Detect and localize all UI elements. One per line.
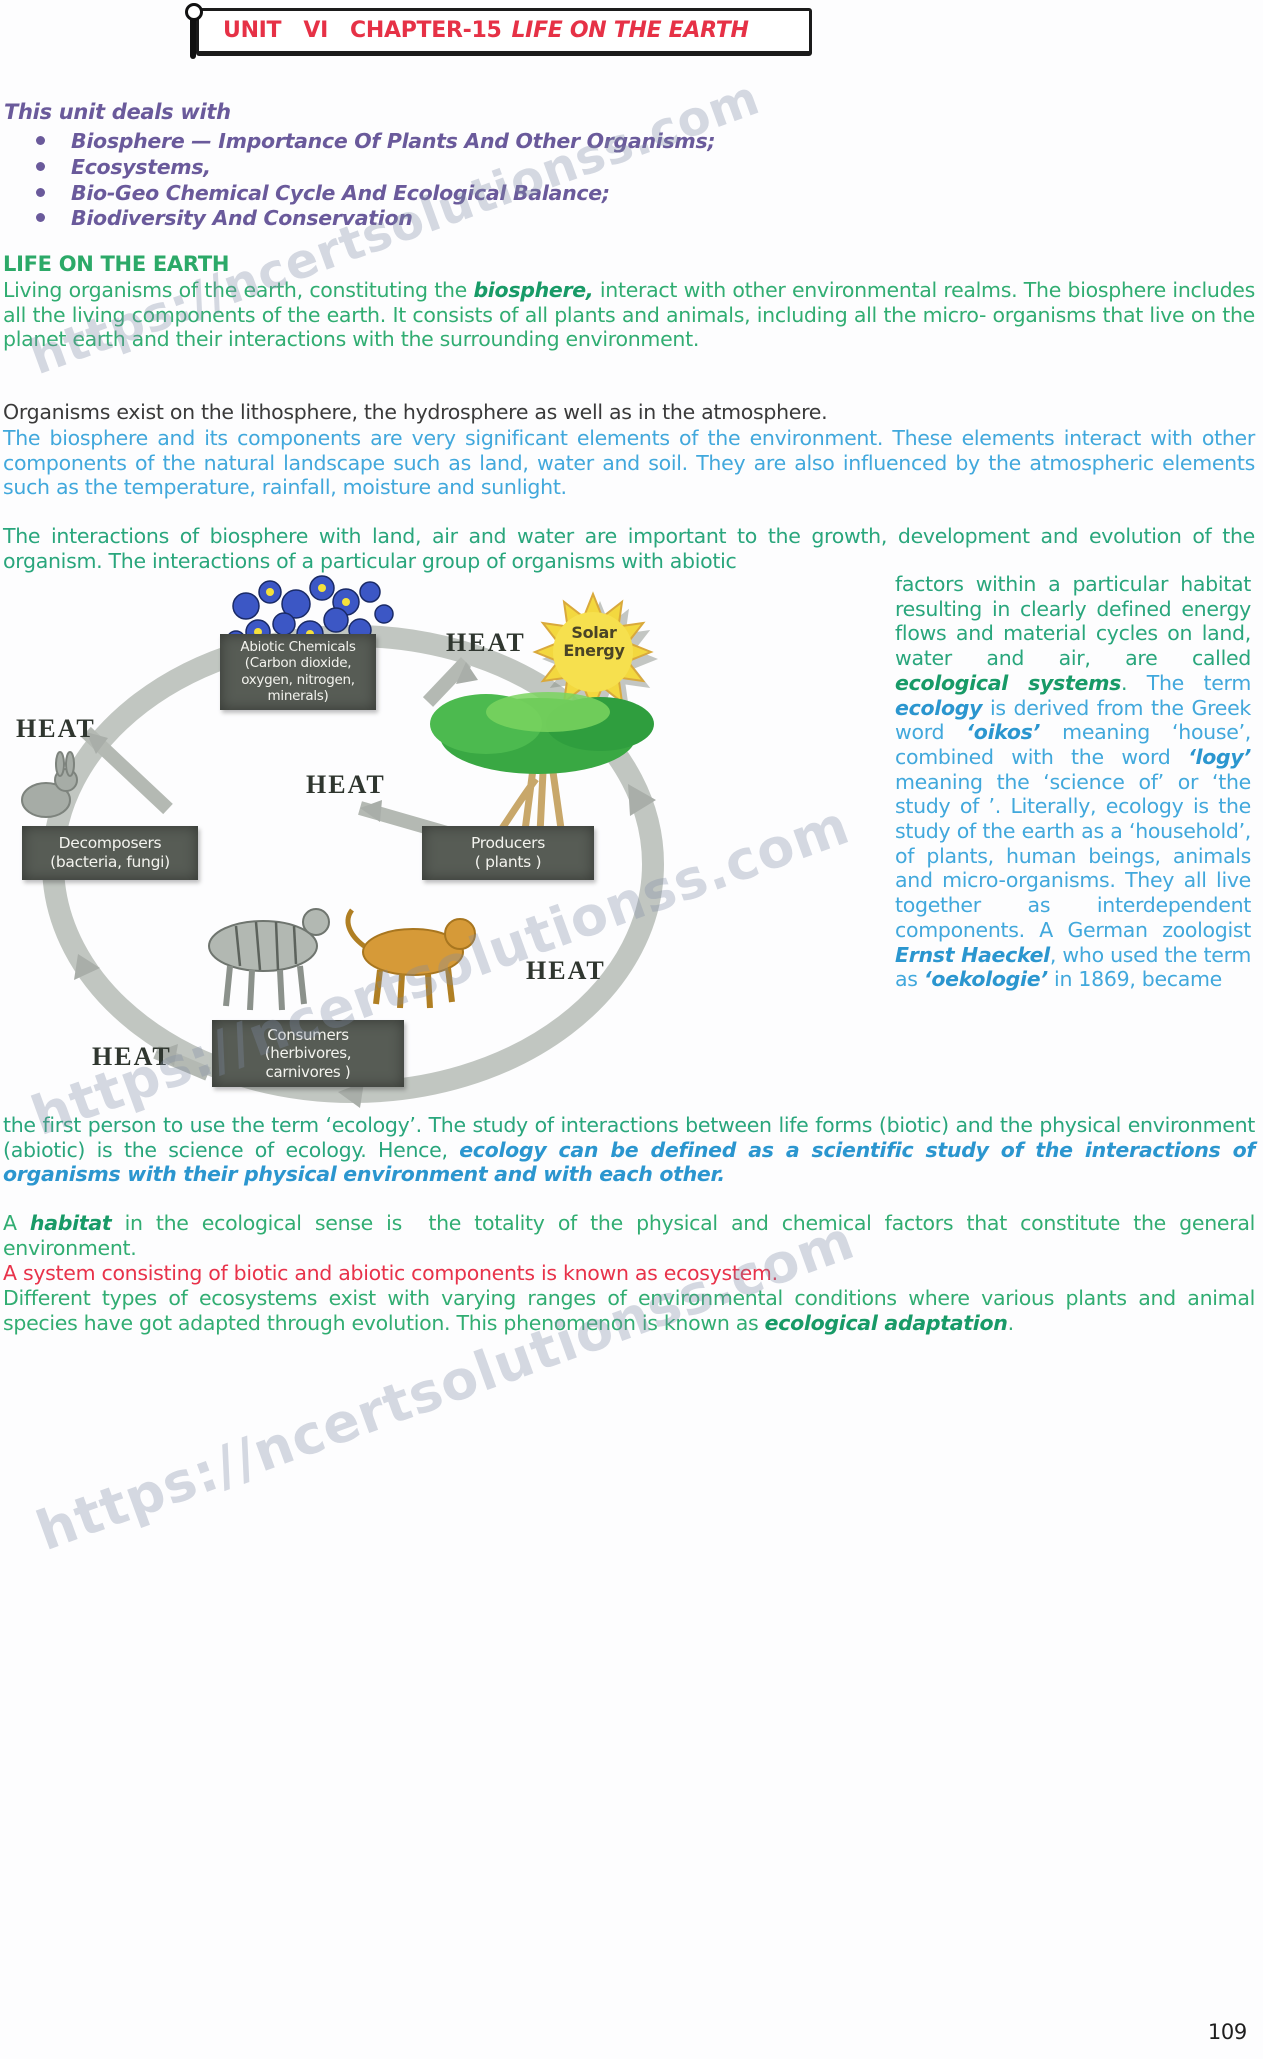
unit-topics-list: Biosphere — Importance Of Plants And Oth…: [36, 129, 936, 232]
abiotic-chemicals-box: Abiotic Chemicals (Carbon dioxide, oxyge…: [220, 634, 376, 710]
paragraph-components: The biosphere and its components are ver…: [3, 426, 1255, 500]
box-line: oxygen, nitrogen,: [241, 671, 355, 688]
text-run: meaning ‘house’, combined with the word: [895, 720, 1251, 769]
text-run: A: [3, 1211, 30, 1235]
box-line: carnivores ): [265, 1062, 351, 1081]
lion-icon: [345, 908, 476, 1009]
text-run: meaning the ‘science of’ or ‘the study o…: [895, 769, 1251, 942]
heat-label: HEAT: [16, 714, 96, 743]
paragraph-spheres: Organisms exist on the lithosphere, the …: [3, 400, 828, 424]
heat-label: HEAT: [92, 1042, 172, 1071]
bullet-icon: [36, 187, 45, 197]
chapter-name: LIFE ON THE EARTH: [511, 18, 749, 43]
text-run: The term: [1146, 670, 1252, 695]
paragraph-ecosystem: A system consisting of biotic and abioti…: [3, 1261, 778, 1285]
heat-label: HEAT: [306, 770, 386, 799]
box-line: Abiotic Chemicals: [240, 639, 356, 655]
box-line: Consumers: [267, 1026, 349, 1044]
rabbit-icon: [21, 751, 78, 818]
paragraph-ecology-definition: the first person to use the term ‘ecolog…: [3, 1113, 1255, 1187]
paragraph-habitat: A habitat in the ecological sense is the…: [3, 1211, 1255, 1260]
bullet-label: Bio-Geo Chemical Cycle And Ecological Ba…: [71, 180, 610, 205]
term-ecology: ecology: [895, 695, 983, 720]
ecosystem-cycle-illustration: Abiotic Chemicals (Carbon dioxide, oxyge…: [8, 574, 893, 1150]
right-column-text: factors within a particular habitat resu…: [895, 572, 1251, 992]
heat-label: HEAT: [446, 628, 526, 657]
text-run: interact with other environmental realms…: [3, 278, 1255, 352]
paragraph-interactions: The interactions of biosphere with land,…: [3, 524, 1255, 573]
text-run: in 1869, became: [1047, 967, 1222, 992]
page-number: 109: [1207, 2020, 1247, 2044]
tree-icon: [430, 692, 654, 875]
text-run: .: [1121, 670, 1128, 695]
heat-label: HEAT: [526, 956, 606, 985]
list-item: Biosphere — Importance Of Plants And Oth…: [36, 129, 936, 155]
text-run: , who used the term as: [895, 942, 1252, 992]
solar-energy-label: Solar Energy: [563, 623, 625, 661]
box-line: (bacteria, fungi): [50, 852, 170, 871]
text-run: is derived from the Greek word: [895, 695, 1251, 745]
list-item: Biodiversity And Conservation: [36, 206, 936, 232]
bullet-icon: [36, 136, 45, 145]
unit-chapter-label: UNIT VI CHAPTER-15: [223, 18, 502, 43]
term-oikos: ‘oikos’: [966, 720, 1041, 745]
paragraph-biosphere: Living organisms of the earth, constitut…: [3, 278, 1255, 352]
chapter-title: UNIT VI CHAPTER-15 LIFE ON THE EARTH: [199, 11, 809, 51]
bullet-icon: [36, 161, 45, 171]
producers-box: Producers ( plants ): [422, 826, 594, 880]
molecule-highlights: [254, 584, 350, 638]
bullet-label: Biodiversity And Conservation: [71, 206, 413, 231]
term-logy: ‘logy’: [1188, 744, 1251, 769]
text-run: .: [1007, 1310, 1015, 1335]
paragraph-adaptation: Different types of ecosystems exist with…: [3, 1286, 1255, 1335]
unit-lead-line: This unit deals with: [4, 100, 231, 124]
bullet-icon: [36, 213, 45, 223]
cycle-arrowheads: [74, 662, 656, 1108]
text-run: in the ecological sense is the totality …: [3, 1211, 1255, 1260]
section-heading: LIFE ON THE EARTH: [3, 252, 230, 276]
text-run: factors within a particular habitat resu…: [895, 572, 1251, 671]
box-line: Producers: [470, 834, 546, 852]
text-run: Living organisms of the earth, constitut…: [3, 278, 474, 302]
box-line: (herbivores,: [264, 1044, 352, 1063]
box-line: ( plants ): [474, 852, 542, 871]
box-line: Decomposers: [58, 834, 162, 852]
chapter-header-box: UNIT VI CHAPTER-15 LIFE ON THE EARTH: [185, 3, 812, 59]
term-ecological-adaptation: ecological adaptation: [764, 1310, 1008, 1335]
box-line: minerals): [267, 688, 329, 705]
term-oekologie: ‘oekologie’: [923, 967, 1048, 992]
box-line: (Carbon dioxide,: [244, 655, 352, 672]
decomposers-box: Decomposers (bacteria, fungi): [22, 826, 198, 880]
text-run: Different types of ecosystems exist with…: [3, 1286, 1255, 1335]
consumers-box: Consumers (herbivores, carnivores ): [212, 1020, 404, 1087]
bullet-label: Ecosystems,: [71, 154, 211, 179]
bullet-label: Biosphere — Importance Of Plants And Oth…: [71, 129, 716, 153]
term-ernst-haeckel: Ernst Haeckel: [895, 942, 1050, 967]
text-run: the first person to use the term ‘ecolog…: [3, 1113, 1255, 1162]
list-item: Ecosystems,: [36, 155, 936, 181]
ecology-definition-emphasis: ecology can be defined as a scientific s…: [3, 1137, 1255, 1187]
term-ecological-systems: ecological systems: [895, 670, 1122, 695]
list-item: Bio-Geo Chemical Cycle And Ecological Ba…: [36, 181, 936, 207]
term-biosphere: biosphere,: [473, 278, 594, 302]
zebra-icon: [208, 908, 330, 1011]
term-habitat: habitat: [29, 1211, 112, 1235]
